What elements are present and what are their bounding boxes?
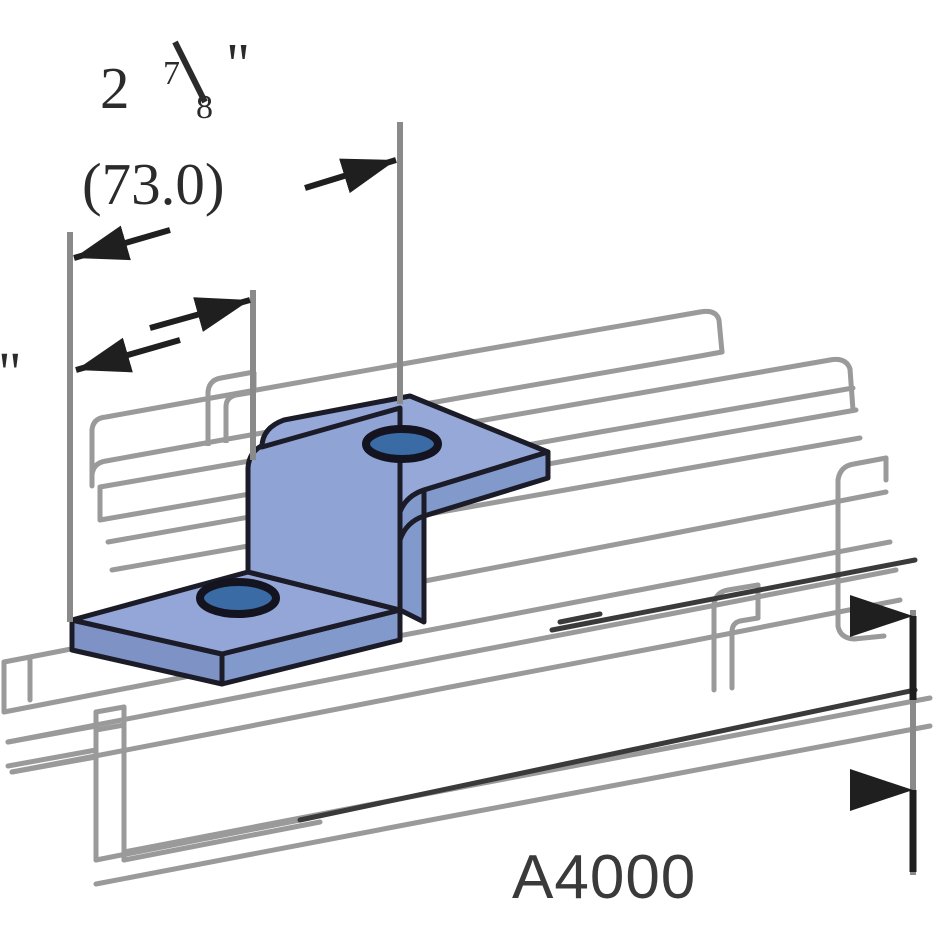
overall-width-dimension	[73, 157, 397, 261]
edge-partial-inch-mark: "	[0, 340, 22, 405]
front-vertical-channel	[5, 695, 933, 887]
dimension-leader-lines	[297, 557, 918, 823]
offset-dimension	[75, 297, 251, 373]
offset-arrow-right	[149, 297, 251, 332]
width-fraction-numerator: 7	[163, 55, 180, 92]
width-arrow-right	[304, 157, 397, 194]
offset-fillet-edge	[397, 487, 427, 543]
width-fraction-denominator: 8	[196, 89, 213, 126]
upper-bolt-hole	[362, 425, 442, 463]
width-arrow-left	[73, 225, 171, 261]
lower-bolt-hole	[196, 578, 280, 618]
width-whole-number: 2	[100, 55, 130, 121]
width-inch-mark: "	[226, 31, 250, 97]
width-metric-value: (73.0)	[82, 151, 225, 217]
offset-arrow-left	[75, 337, 181, 373]
z-offset-bracket	[69, 393, 551, 687]
part-number-label: A4000	[512, 843, 696, 912]
fraction-slash	[172, 40, 208, 104]
